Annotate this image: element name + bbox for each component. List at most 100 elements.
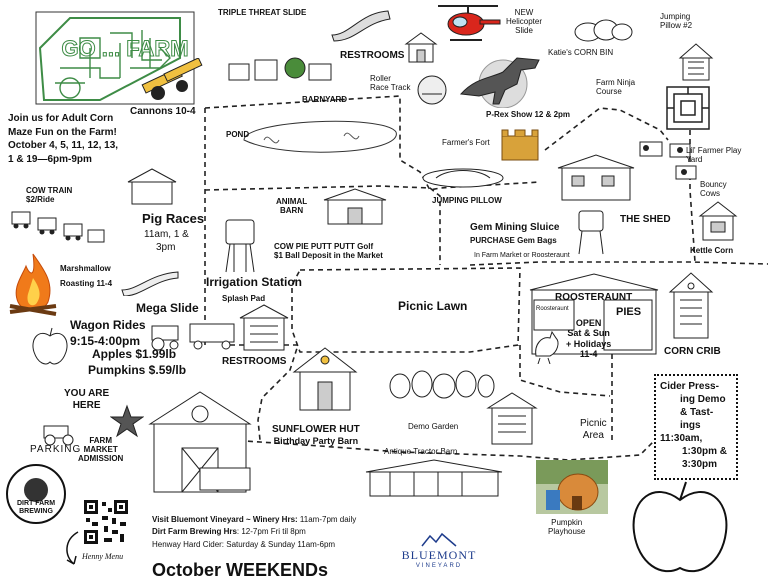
kettle-corn-icon xyxy=(696,198,740,242)
restrooms-top-label: RESTROOMS xyxy=(340,50,405,61)
farm-market-label: FARM MARKET ADMISSION xyxy=(78,436,124,464)
sunflower-hut-label: SUNFLOWER HUT Birthday Party Barn xyxy=(272,424,360,446)
demo-garden-icon xyxy=(386,366,496,402)
gem-mining-label: Gem Mining Sluice xyxy=(470,222,560,233)
pond-label: POND xyxy=(226,130,250,139)
labyrinth-icon xyxy=(664,84,712,132)
jumping-pillow-icon xyxy=(418,162,508,190)
bluemont-name: BLUEMONT xyxy=(401,548,477,562)
slide-icon xyxy=(330,5,392,43)
picnic-lawn-label: Picnic Lawn xyxy=(398,299,468,313)
jumping-pillow-2-label: Jumping Pillow #2 xyxy=(660,12,693,31)
bouncy-cows-label: Bouncy Cows xyxy=(700,180,727,199)
purchase-gem-label: PURCHASE Gem Bags xyxy=(470,236,557,245)
antique-tractor-barn-label: Antique Tractor Barn xyxy=(384,447,458,456)
katies-corn-bin-label: Katie's CORN BIN xyxy=(548,48,614,57)
barnyard-label: BARNYARD xyxy=(302,95,348,104)
dinosaur-icon xyxy=(455,48,550,108)
tractor-wagon-icon xyxy=(146,318,238,352)
bluemont-logo: BLUEMONT VINEYARD xyxy=(396,532,482,569)
big-apple-icon xyxy=(624,474,736,584)
picnic-pavilion-icon xyxy=(486,390,538,446)
cow-train-icon xyxy=(8,206,108,250)
shed-icon xyxy=(556,152,636,202)
roller-race-label: Roller Race Track xyxy=(370,74,411,93)
qr-code-icon xyxy=(82,498,130,546)
pumpkins-price: Pumpkins $.59/lb xyxy=(88,363,187,377)
the-shed-label: THE SHED xyxy=(620,214,671,225)
wagon-rides-label: Wagon Rides 9:15-4:00pm xyxy=(70,318,146,348)
roosteraunt-label: ROOSTERAUNT xyxy=(555,292,633,303)
henny-menu-label: Henny Menu xyxy=(82,552,124,561)
open-hours: OPEN Sat & Sun + Holidays 11-4 xyxy=(566,318,612,360)
gazebo-icon xyxy=(676,40,716,82)
visit-line-1: Visit Bluemont Vineyard ~ Winery Hrs: 11… xyxy=(152,515,357,524)
splash-pad-icon xyxy=(238,302,290,352)
visit-line-3: Henway Hard Cider: Saturday & Sunday 11a… xyxy=(152,539,336,549)
barn-icon xyxy=(404,30,438,64)
restrooms-mid-label: RESTROOMS xyxy=(222,356,287,367)
parking-label: PARKING xyxy=(30,444,82,455)
cow-pie-label: COW PIE PUTT PUTT Golf $1 Ball Deposit i… xyxy=(274,242,383,261)
splash-pad-label: Splash Pad xyxy=(222,294,266,303)
prex-show-label: P-Rex Show 12 & 2pm xyxy=(486,110,571,119)
water-tower-icon xyxy=(222,216,258,274)
farm-ninja-label: Farm Ninja Course xyxy=(596,78,636,97)
roller-race-icon xyxy=(412,72,452,106)
dirt-farm-label: DIRT FARM BREWING xyxy=(16,500,56,516)
cannon-icon xyxy=(138,58,208,103)
pig-barn-icon xyxy=(126,166,178,206)
kettle-corn-label: Kettle Corn xyxy=(690,246,734,255)
adult-maze-info: Join us for Adult Corn Maze Fun on the F… xyxy=(8,113,119,165)
gem-where-label: In Farm Market or Roosteraunt xyxy=(474,252,570,259)
sunflower-hut-icon xyxy=(290,346,360,412)
corn-crib-label: CORN CRIB xyxy=(664,346,721,357)
animal-barn-icon xyxy=(322,186,388,226)
apple-icon xyxy=(30,326,70,368)
marshmallow-slide-icon xyxy=(120,268,180,296)
you-are-here-label: YOU ARE HERE xyxy=(64,388,110,411)
cow-train-label: COW TRAIN $2/Ride xyxy=(26,186,73,205)
tractor-icon xyxy=(40,420,80,446)
footer-title: October WEEKENDs xyxy=(152,560,329,580)
barnyard-animals xyxy=(225,50,335,86)
pond-icon xyxy=(224,110,404,162)
star-icon xyxy=(110,404,144,438)
apples-price: Apples $1.99lb xyxy=(92,347,177,361)
pig-races-label: Pig Races xyxy=(142,211,205,226)
pig-races-times: 11am, 1 & 3pm xyxy=(144,229,189,253)
rooster-icon xyxy=(530,330,562,364)
corn-maze: GO ... FARM xyxy=(30,8,200,108)
arrow-icon xyxy=(62,528,86,568)
campfire-icon xyxy=(6,250,60,322)
cider-box: Cider Press- ing Demo & Tast- ings 11:30… xyxy=(654,374,738,480)
cannons-label: Cannons 10-4 xyxy=(130,106,196,117)
jumping-pillow-label: JUMPING PILLOW xyxy=(432,196,502,205)
visit-info: Visit Bluemont Vineyard ~ Winery Hrs: 11… xyxy=(152,514,356,551)
animal-barn-label: ANIMAL BARN xyxy=(276,197,308,216)
pumpkin-icon xyxy=(572,14,634,42)
mega-slide-label: Mega Slide xyxy=(136,301,199,315)
farmers-fort-label: Farmer's Fort xyxy=(442,138,490,147)
corn-crib-icon xyxy=(666,270,716,340)
fort-icon xyxy=(500,128,540,162)
marshmallow-label: Marshmallow Roasting 11-4 xyxy=(60,264,113,289)
triple-threat-slide-label: TRIPLE THREAT SLIDE xyxy=(218,8,307,17)
picnic-area-label: Picnic Area xyxy=(580,418,607,441)
dirt-farm-logo xyxy=(4,462,68,526)
lil-farmer-label: Lil' Farmer Play Yard xyxy=(686,146,742,165)
demo-garden-label: Demo Garden xyxy=(408,422,459,431)
maze-text: GO ... FARM xyxy=(61,36,188,61)
cider-info: Cider Press- ing Demo & Tast- ings 11:30… xyxy=(660,381,728,470)
helicopter-slide-label: NEW Helicopter Slide xyxy=(506,8,543,36)
roost-sign: Roosteraunt xyxy=(536,306,569,312)
cow-icon xyxy=(636,136,706,186)
pumpkin-playhouse-photo xyxy=(536,460,608,514)
irrigation-station-label: Irrigation Station xyxy=(206,275,302,289)
helicopter-icon xyxy=(432,0,502,48)
bluemont-sub: VINEYARD xyxy=(415,563,463,569)
gem-water-tower-icon xyxy=(576,208,606,256)
antique-tractor-barn-icon xyxy=(364,456,504,498)
